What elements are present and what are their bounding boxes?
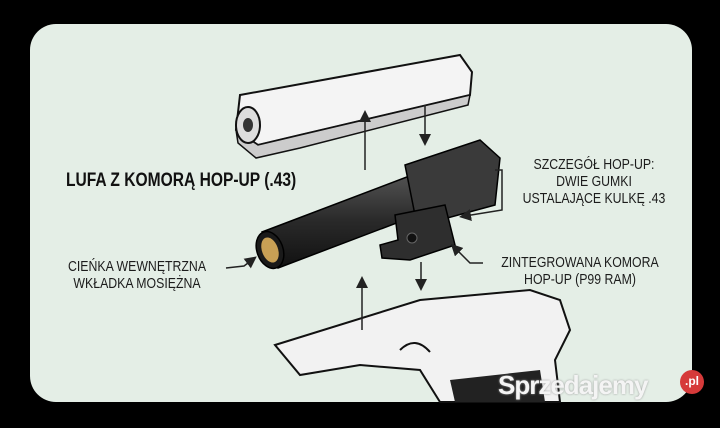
hopup-chamber [379, 139, 501, 261]
label-line: DWIE GUMKI [556, 173, 632, 190]
label-integrated-chamber: ZINTEGROWANA KOMORA HOP-UP (P99 RAM) [498, 254, 662, 288]
slide [234, 53, 474, 159]
label-line: WKŁADKA MOSIĘŻNA [73, 275, 201, 292]
barrel [255, 171, 438, 270]
label-line: CIEŃKA WEWNĘTRZNA [67, 258, 207, 275]
arrow-hopup-detail [459, 169, 503, 221]
arrows [225, 105, 503, 330]
label-line: ZINTEGROWANA KOMORA [501, 254, 659, 271]
label-line: USTALAJĄCE KULKĘ .43 [522, 190, 666, 207]
watermark-logo: Sprzedajemy [498, 370, 648, 400]
frame [273, 288, 572, 403]
diagram-title: LUFA Z KOMORĄ HOP-UP (.43) [66, 170, 297, 191]
label-hopup-detail: SZCZEGÓŁ HOP-UP: DWIE GUMKI USTALAJĄCE K… [520, 156, 668, 207]
arrow-chamber [450, 243, 483, 264]
watermark-badge: .pl [680, 370, 704, 394]
label-line: HOP-UP (P99 RAM) [524, 271, 636, 288]
label-line: SZCZEGÓŁ HOP-UP: [533, 156, 655, 173]
label-brass-liner: CIEŃKA WEWNĘTRZNA WKŁADKA MOSIĘŻNA [59, 258, 215, 292]
arrow-brass-liner [225, 256, 257, 269]
